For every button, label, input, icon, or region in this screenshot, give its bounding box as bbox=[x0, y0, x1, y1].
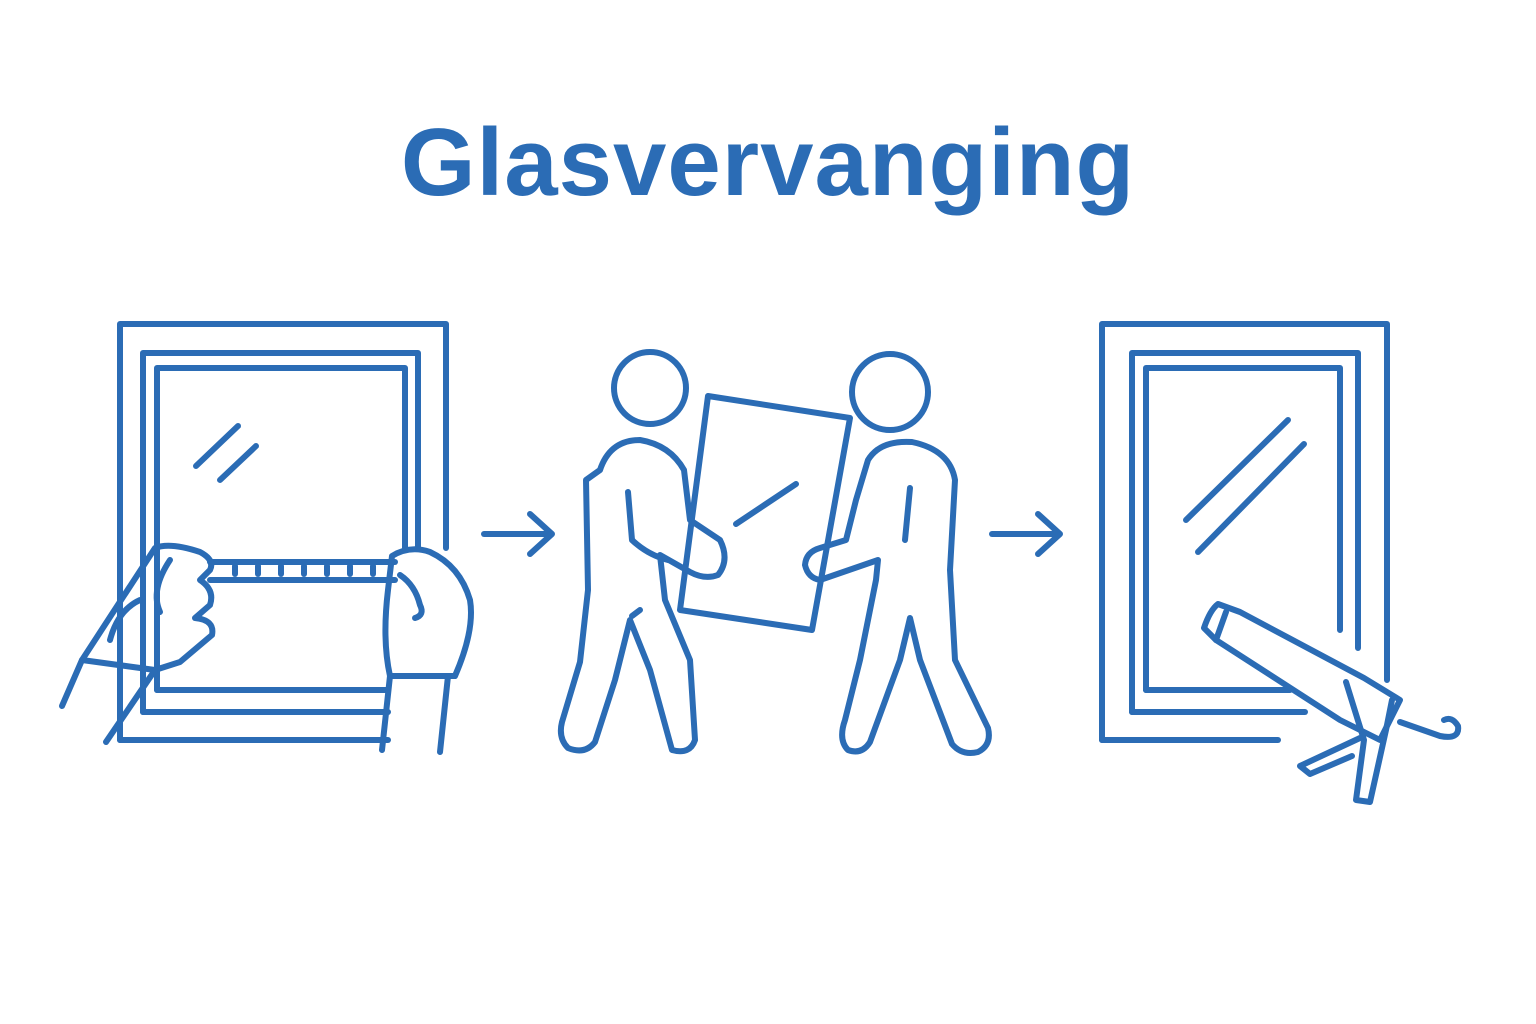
window-measure-icon bbox=[59, 321, 474, 755]
arrow-right-icon bbox=[989, 511, 1063, 557]
two-people-carrying-glass-icon bbox=[557, 349, 992, 756]
diagram-title: Glasvervanging bbox=[400, 109, 1136, 216]
arrow-right-icon bbox=[481, 511, 555, 557]
window-sealing-icon bbox=[1099, 321, 1462, 805]
